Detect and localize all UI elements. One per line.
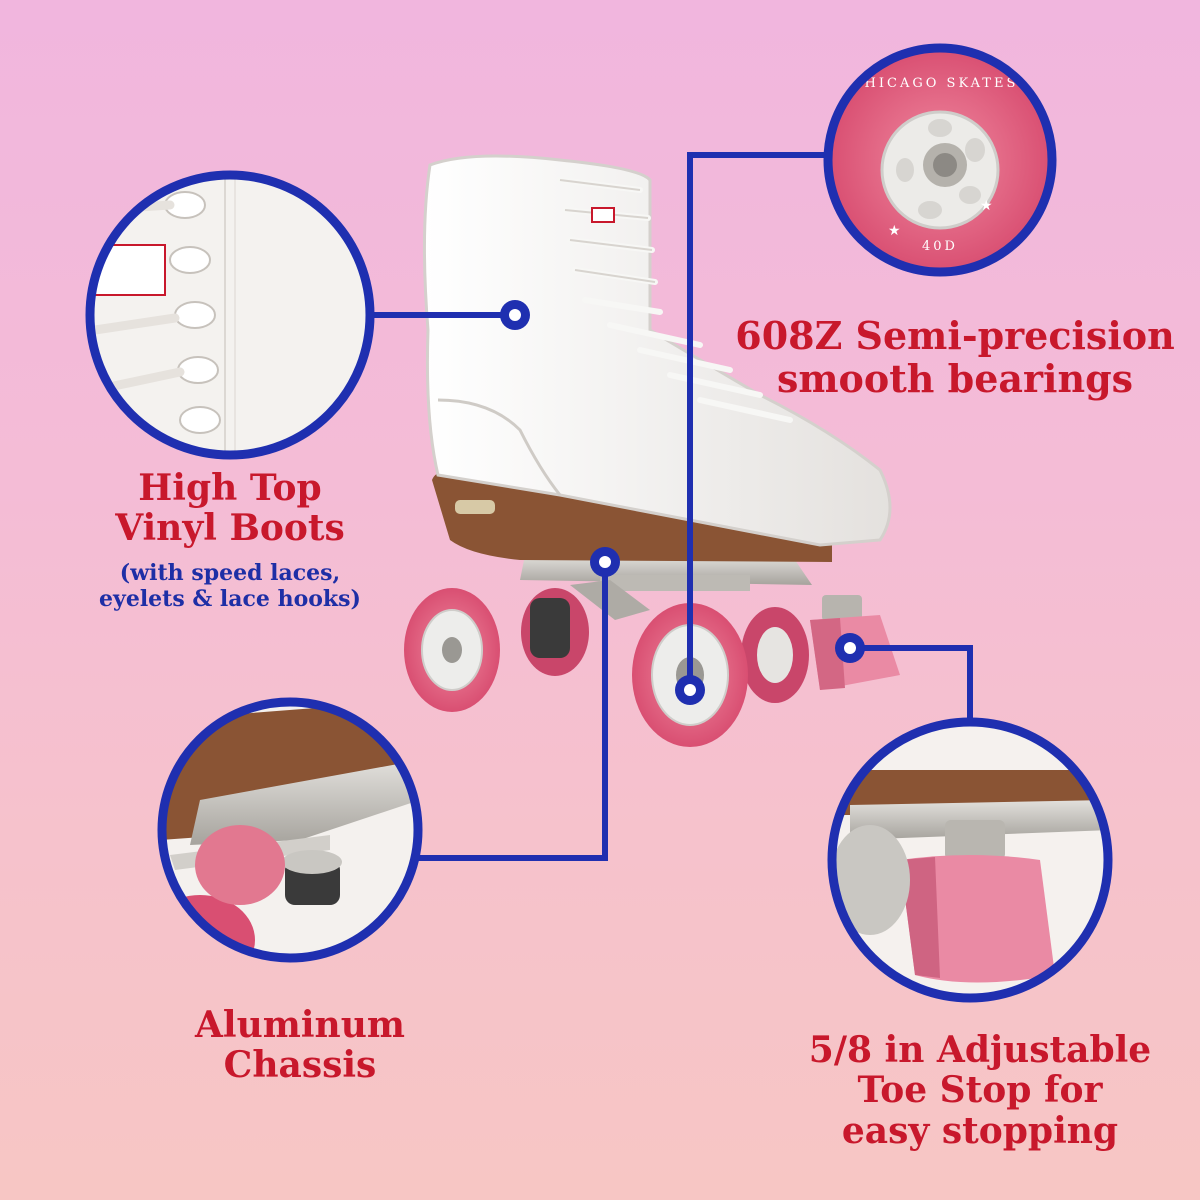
boots-caption: High Top Vinyl Boots <box>70 468 390 549</box>
roller-skate <box>404 154 900 747</box>
callout-dots <box>500 300 865 705</box>
bearings-caption-line-2: smooth bearings <box>776 355 1134 401</box>
toe-stop-caption-line-2: Toe Stop for <box>857 1069 1103 1112</box>
boots-sub-line-1: (with speed laces, <box>119 560 341 586</box>
svg-text:★: ★ <box>888 223 901 239</box>
boots-caption-line-1: High Top <box>138 467 322 509</box>
wheel-bearing-closeup: CHICAGO SKATES 40D ★ ★ <box>823 43 1057 277</box>
bearings-caption-line-1: 608Z Semi-precision <box>735 313 1175 358</box>
boots-sub-line-2: eyelets & lace hooks) <box>99 586 361 613</box>
rear-left-wheel <box>404 588 500 712</box>
chassis-caption-line-2: Chassis <box>223 1044 377 1087</box>
boot <box>422 154 892 547</box>
toe-stop-caption: 5/8 in Adjustable Toe Stop for easy stop… <box>770 1030 1190 1151</box>
rear-right-wheel <box>521 588 589 676</box>
bearings-caption: 608Z Semi-precision smooth bearings <box>720 313 1190 401</box>
svg-text:★: ★ <box>980 198 993 214</box>
boots-subcaption: (with speed laces, eyelets & lace hooks) <box>50 560 410 613</box>
boots-caption-line-2: Vinyl Boots <box>115 507 345 550</box>
toe-stop-closeup <box>827 717 1113 1003</box>
wheel-rating: 40D <box>922 239 958 254</box>
boot-lace-closeup <box>85 170 375 460</box>
front-right-wheel <box>741 607 809 703</box>
chassis-closeup <box>157 697 423 963</box>
chassis-caption: Aluminum Chassis <box>150 1005 450 1086</box>
wheel-brand: CHICAGO SKATES <box>852 76 1019 91</box>
toe-stop-caption-line-1: 5/8 in Adjustable <box>808 1029 1152 1071</box>
sole <box>432 471 832 562</box>
toe-stop-caption-line-3: easy stopping <box>841 1109 1119 1152</box>
callout-lines <box>370 152 973 861</box>
chassis-caption-line-1: Aluminum <box>195 1004 405 1046</box>
